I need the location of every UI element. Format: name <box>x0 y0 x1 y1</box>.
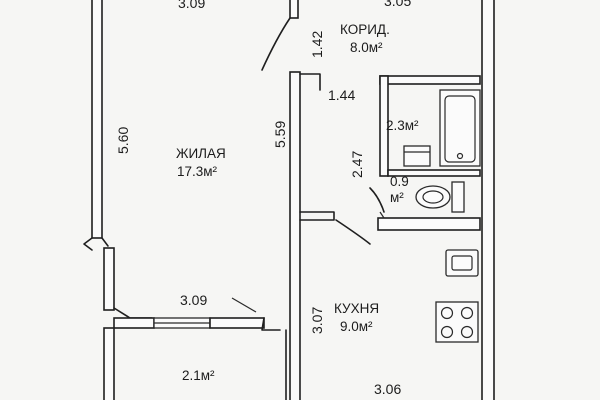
stove <box>435 301 479 343</box>
dim-living-height-left: 5.60 <box>115 127 131 154</box>
partition-jog <box>299 73 321 91</box>
bathroom-sink <box>403 145 431 167</box>
burner-4 <box>460 325 474 339</box>
kitchen-sink <box>445 249 479 277</box>
kitchen-sink-bowl <box>451 255 473 271</box>
dim-bath-height: 2.47 <box>349 151 365 178</box>
dim-living-bottom-width: 3.09 <box>180 292 207 308</box>
toilet-door-swing <box>369 187 385 213</box>
balcony-wall-end <box>261 317 281 331</box>
outer-left-wall-lower <box>103 247 115 311</box>
burner-1 <box>440 306 454 320</box>
balcony-area: 2.1м² <box>182 368 215 383</box>
dim-living-top-width: 3.09 <box>178 0 205 11</box>
outer-right-wall <box>481 0 495 400</box>
balcony-left-wall <box>103 327 115 400</box>
toilet-area-value: 0.9 <box>390 174 409 189</box>
dim-corridor-top-width: 3.05 <box>384 0 411 9</box>
wall-notch-left <box>83 237 109 251</box>
bathroom-outer-wall <box>379 75 481 85</box>
kitchen-door-swing <box>335 219 371 245</box>
dim-leader-bottom <box>231 297 257 313</box>
balcony-wall-right-segment <box>209 317 265 329</box>
toilet-tank <box>451 181 465 213</box>
kitchen-area: 9.0м² <box>340 319 373 334</box>
burner-3 <box>440 325 454 339</box>
bathroom-area: 2.3м² <box>386 118 419 133</box>
bathtub-inner <box>444 95 476 163</box>
partition-living-kitchen <box>289 71 301 400</box>
dim-living-height-right: 5.59 <box>272 121 288 148</box>
bathroom-toilet-divider <box>387 169 481 177</box>
dim-kitchen-bottom-width: 3.06 <box>374 381 401 397</box>
bathroom-left-wall <box>379 75 389 177</box>
toilet-door-stub <box>379 211 385 219</box>
living-room-area: 17.3м² <box>177 164 218 179</box>
toilet-area-unit: м² <box>390 190 404 205</box>
partition-upper <box>289 0 299 19</box>
living-room-name: ЖИЛАЯ <box>176 146 226 161</box>
balcony-wall-left-segment <box>113 317 155 329</box>
dim-bath-entry-width: 1.44 <box>328 87 355 103</box>
toilet-seat <box>422 190 444 204</box>
kitchen-top-partition <box>299 211 335 221</box>
burner-2 <box>460 306 474 320</box>
corridor-area: 8.0м² <box>350 40 383 55</box>
bathtub-drain <box>456 152 464 160</box>
dim-corridor-opening: 1.42 <box>309 31 325 58</box>
toilet-bottom-wall <box>377 217 481 231</box>
kitchen-name: КУХНЯ <box>334 301 379 316</box>
corridor-name: КОРИД. <box>340 22 390 37</box>
toilet-bowl <box>415 185 451 209</box>
outer-left-wall <box>91 0 103 239</box>
bathtub <box>439 89 481 167</box>
door-swing-upper <box>261 17 291 71</box>
dim-kitchen-height: 3.07 <box>309 307 325 334</box>
